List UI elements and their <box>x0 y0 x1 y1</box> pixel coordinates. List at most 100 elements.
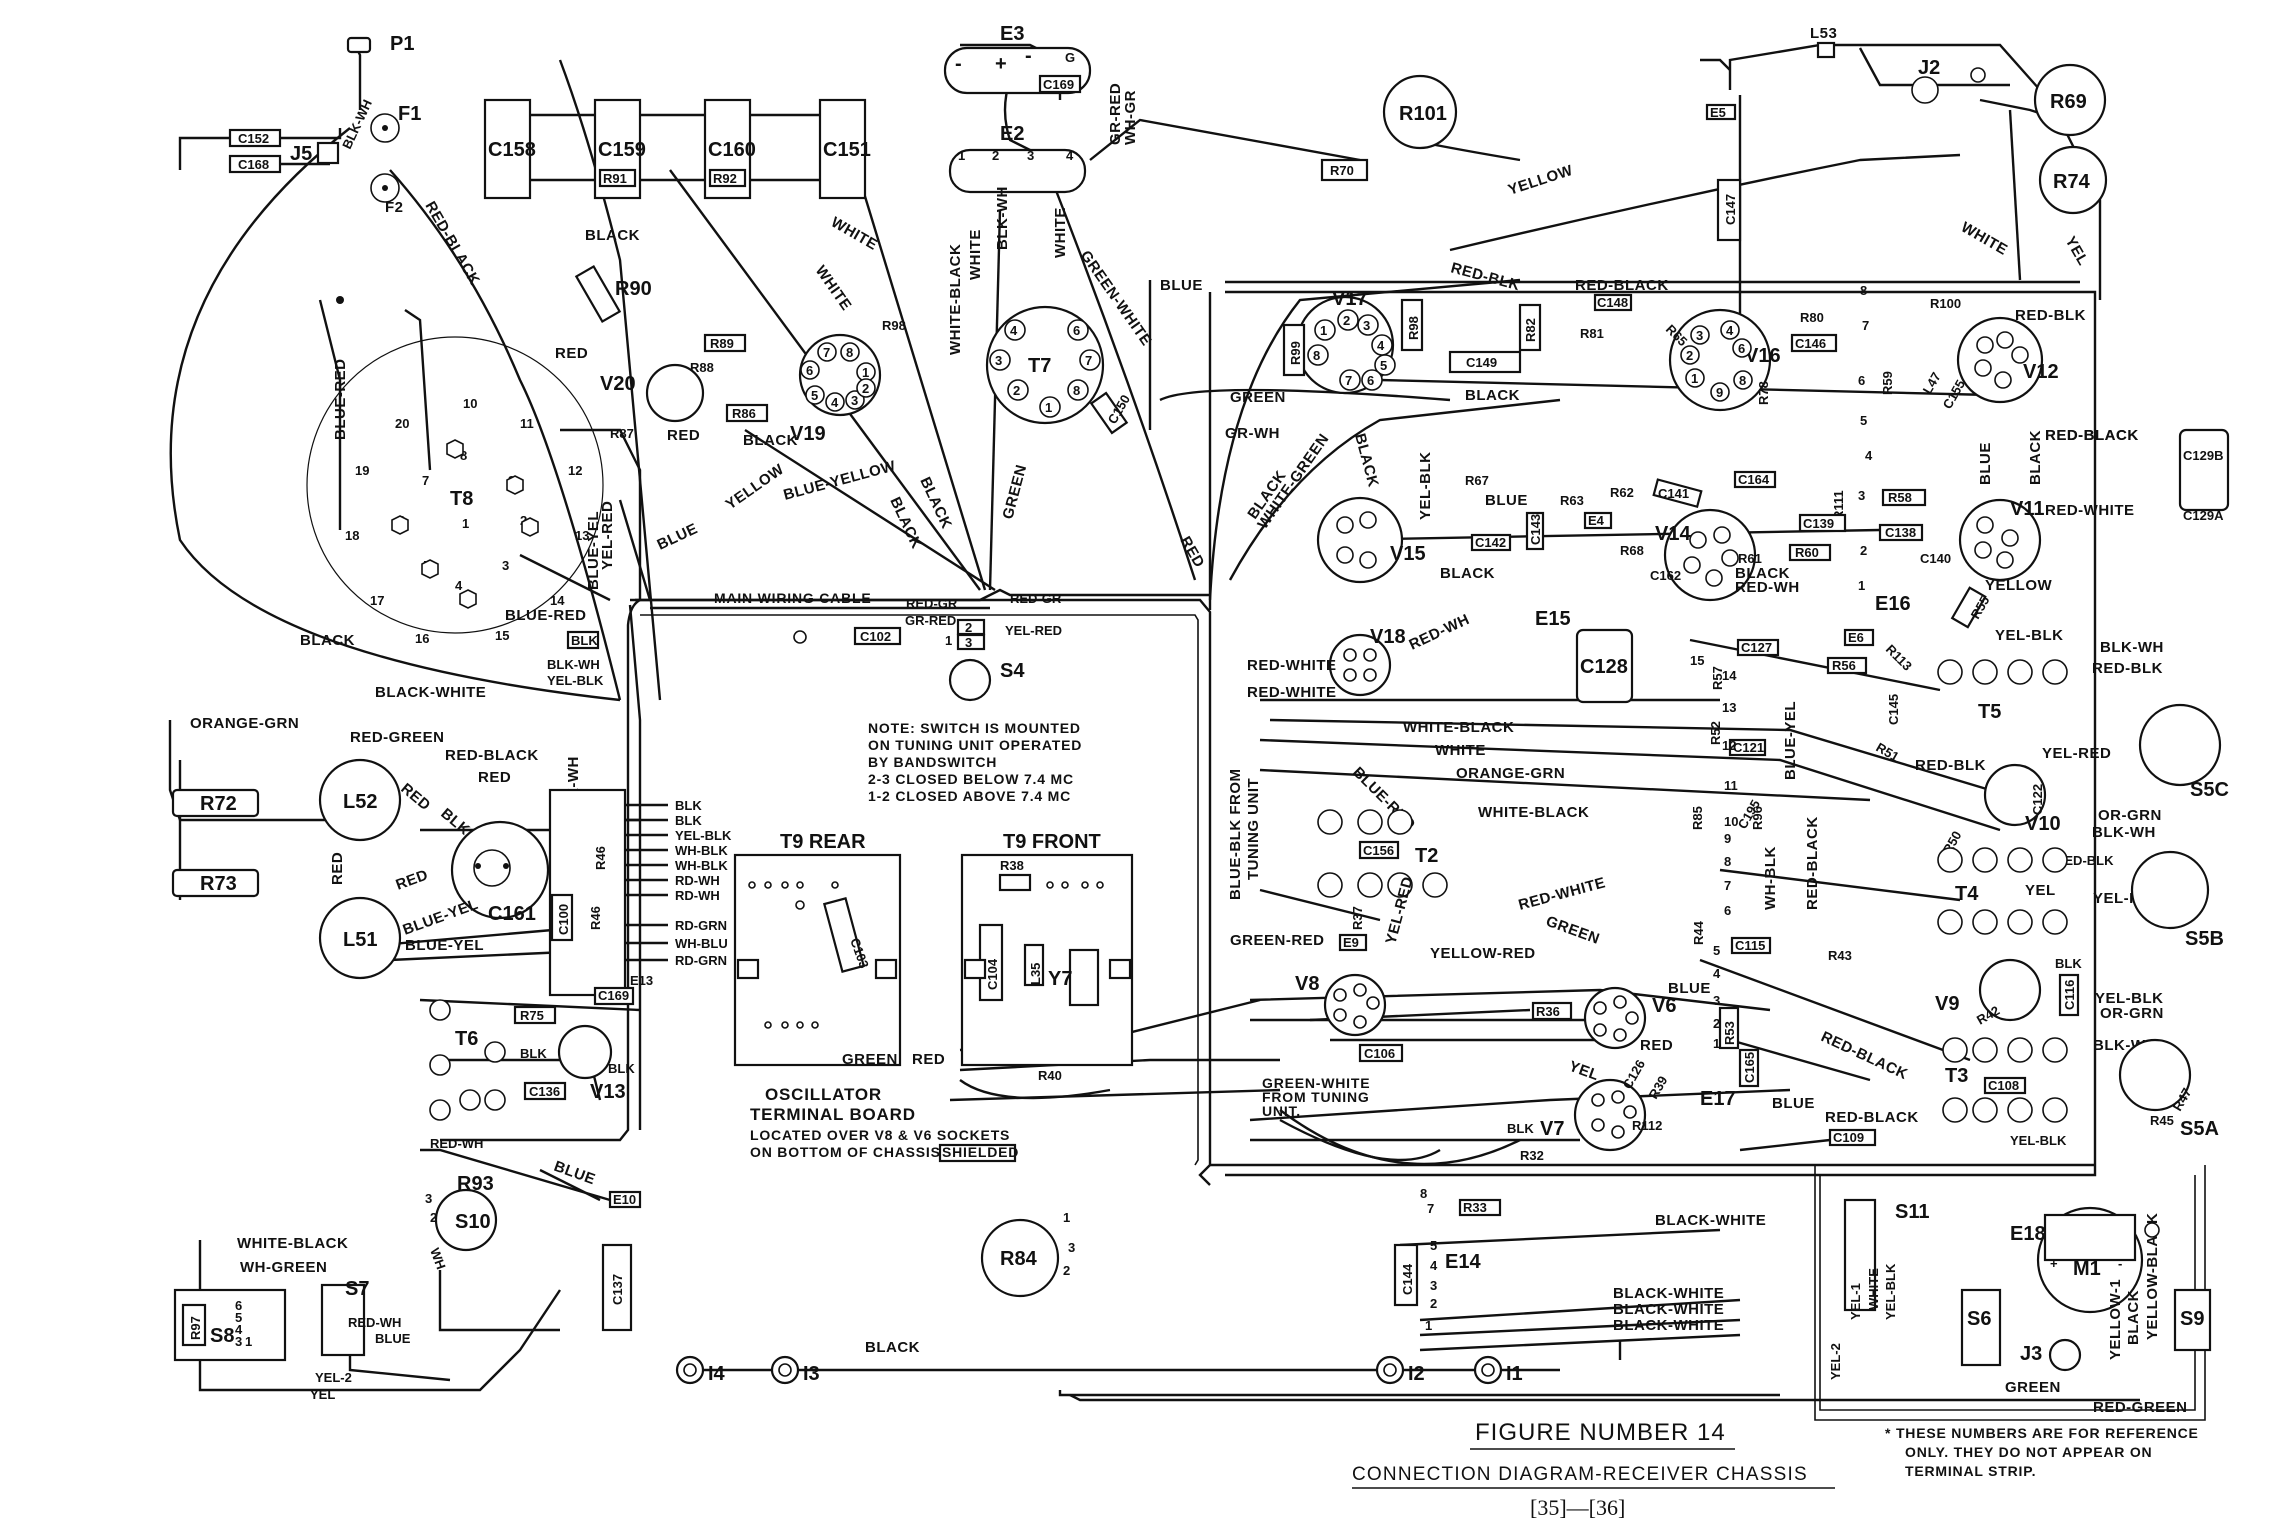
svg-text:3: 3 <box>502 558 509 573</box>
svg-text:3: 3 <box>1363 318 1370 333</box>
svg-text:BLACK-WHITE: BLACK-WHITE <box>1655 1212 1766 1229</box>
svg-text:M1: M1 <box>2073 1258 2101 1280</box>
svg-text:R100: R100 <box>1930 296 1961 311</box>
svg-text:11: 11 <box>520 416 534 431</box>
svg-text:MAIN WIRING CABLE: MAIN WIRING CABLE <box>714 590 871 606</box>
svg-text:RED-BLACK: RED-BLACK <box>1825 1109 1919 1126</box>
svg-text:R69: R69 <box>2050 91 2087 113</box>
svg-text:12: 12 <box>568 463 582 478</box>
svg-text:3: 3 <box>851 393 858 408</box>
svg-text:3: 3 <box>1696 328 1703 343</box>
svg-text:R40: R40 <box>1038 1068 1062 1083</box>
svg-text:WHITE: WHITE <box>1435 742 1486 759</box>
svg-text:GREEN: GREEN <box>1230 389 1286 406</box>
svg-text:R98: R98 <box>1406 316 1421 340</box>
t9-oscillator-boards: T9 REAR C103 GREEN RED T9 FRONT R38 C104… <box>733 831 1134 1163</box>
svg-text:T8: T8 <box>450 488 473 510</box>
svg-text:8: 8 <box>1724 854 1731 869</box>
svg-text:6: 6 <box>1073 323 1080 338</box>
svg-text:Y7: Y7 <box>1048 968 1072 990</box>
svg-text:1: 1 <box>1858 578 1865 593</box>
reference-note-1: * THESE NUMBERS ARE FOR REFERENCE <box>1885 1425 2199 1441</box>
svg-text:RED-BLACK: RED-BLACK <box>1804 816 1821 910</box>
svg-text:BLUE: BLUE <box>1977 442 1994 485</box>
top-right-group: L53 J2 R69 R74 E5 C147 WHITE YEL <box>1705 25 2108 269</box>
svg-text:BLUE: BLUE <box>1668 980 1711 997</box>
svg-text:2-3 CLOSED BELOW 7.4 MC: 2-3 CLOSED BELOW 7.4 MC <box>868 771 1074 787</box>
svg-text:RED-BLACK: RED-BLACK <box>2045 427 2139 444</box>
svg-text:S9: S9 <box>2180 1308 2204 1330</box>
svg-text:V11: V11 <box>2010 498 2044 520</box>
svg-text:R46: R46 <box>593 846 608 870</box>
svg-text:RED: RED <box>1640 1037 1673 1054</box>
svg-text:BLACK: BLACK <box>865 1339 920 1356</box>
svg-text:E18: E18 <box>2010 1223 2046 1245</box>
svg-text:RED-BLK: RED-BLK <box>2092 660 2163 677</box>
svg-text:RED-BLK: RED-BLK <box>2055 853 2114 868</box>
svg-text:YEL-RED: YEL-RED <box>2042 745 2111 762</box>
svg-text:WHITE: WHITE <box>812 263 855 314</box>
svg-text:BLK: BLK <box>520 1046 547 1061</box>
svg-text:RED-BLK: RED-BLK <box>1915 757 1986 774</box>
svg-text:13: 13 <box>575 528 589 543</box>
e3-e2-t7-group: E3 - + - G C169 E2 1 2 3 4 GR-RED WH-GR … <box>943 23 1155 521</box>
svg-text:BLK: BLK <box>608 1061 635 1076</box>
svg-text:OR-GRN: OR-GRN <box>2098 807 2162 824</box>
svg-text:ORANGE-GRN: ORANGE-GRN <box>1456 765 1565 782</box>
svg-text:E6: E6 <box>1848 630 1864 645</box>
t3-group: RED-BLACK C109 T3 C108 YEL-BLK <box>1825 1037 2068 1148</box>
svg-text:R60: R60 <box>1795 545 1819 560</box>
v12-tube-socket: RED-BLK V12 L47 C155 RED-BLACK C129B C12… <box>1920 307 2230 523</box>
svg-text:1: 1 <box>862 365 869 380</box>
svg-text:R85: R85 <box>1690 806 1705 830</box>
svg-text:C164: C164 <box>1738 472 1770 487</box>
svg-text:YEL-RED: YEL-RED <box>599 501 616 570</box>
svg-text:BLACK-WHITE: BLACK-WHITE <box>1613 1317 1724 1334</box>
svg-text:UNIT.: UNIT. <box>1262 1103 1301 1119</box>
svg-text:BLUE-RED: BLUE-RED <box>332 359 349 441</box>
svg-text:7: 7 <box>1427 1201 1434 1216</box>
svg-text:F2: F2 <box>385 199 404 216</box>
svg-text:C169: C169 <box>598 988 629 1003</box>
svg-text:15: 15 <box>1690 653 1704 668</box>
svg-text:RED-BLK: RED-BLK <box>2015 307 2086 324</box>
svg-text:C169: C169 <box>1043 77 1074 92</box>
v11-tube-socket: V11 R58 C138 C140 YELLOW R111 <box>1831 488 2052 594</box>
svg-text:R92: R92 <box>713 171 737 186</box>
svg-text:YEL-2: YEL-2 <box>1828 1343 1843 1380</box>
svg-text:9: 9 <box>1724 831 1731 846</box>
svg-text:1-2 CLOSED ABOVE 7.4 MC: 1-2 CLOSED ABOVE 7.4 MC <box>868 788 1071 804</box>
svg-text:E15: E15 <box>1535 608 1571 630</box>
svg-text:-: - <box>2118 1256 2122 1271</box>
svg-text:R32: R32 <box>1520 1148 1544 1163</box>
svg-text:C102: C102 <box>860 629 891 644</box>
svg-text:2: 2 <box>1063 1263 1070 1278</box>
svg-text:RED: RED <box>394 866 431 893</box>
svg-text:S5A: S5A <box>2180 1118 2219 1140</box>
svg-text:C148: C148 <box>1597 295 1628 310</box>
svg-text:V18: V18 <box>1370 626 1406 648</box>
svg-text:GR-RED: GR-RED <box>905 613 956 628</box>
svg-text:R70: R70 <box>1330 163 1354 178</box>
svg-text:YEL-BLK: YEL-BLK <box>1995 627 2064 644</box>
svg-text:R86: R86 <box>732 406 756 421</box>
svg-text:3: 3 <box>1430 1278 1437 1293</box>
svg-text:WHITE-BLACK: WHITE-BLACK <box>237 1235 348 1252</box>
svg-text:E3: E3 <box>1000 23 1024 45</box>
svg-text:C142: C142 <box>1475 535 1506 550</box>
svg-text:BLK-WH: BLK-WH <box>2100 639 2164 656</box>
svg-text:V13: V13 <box>590 1081 626 1103</box>
svg-text:WHITE-BLACK: WHITE-BLACK <box>947 244 964 355</box>
svg-text:V16: V16 <box>1745 345 1781 367</box>
svg-text:C121: C121 <box>1733 740 1764 755</box>
svg-text:NOTE: SWITCH IS MOUNTED: NOTE: SWITCH IS MOUNTED <box>868 720 1081 736</box>
svg-text:R88: R88 <box>690 360 714 375</box>
svg-text:V8: V8 <box>1295 973 1319 995</box>
svg-text:WHITE-BLACK: WHITE-BLACK <box>1478 804 1589 821</box>
svg-text:C158: C158 <box>488 139 536 161</box>
svg-text:YEL: YEL <box>310 1387 335 1402</box>
svg-text:8: 8 <box>846 345 853 360</box>
svg-text:BLK: BLK <box>2055 956 2082 971</box>
svg-text:R74: R74 <box>2053 171 2091 193</box>
svg-text:T5: T5 <box>1978 701 2001 723</box>
